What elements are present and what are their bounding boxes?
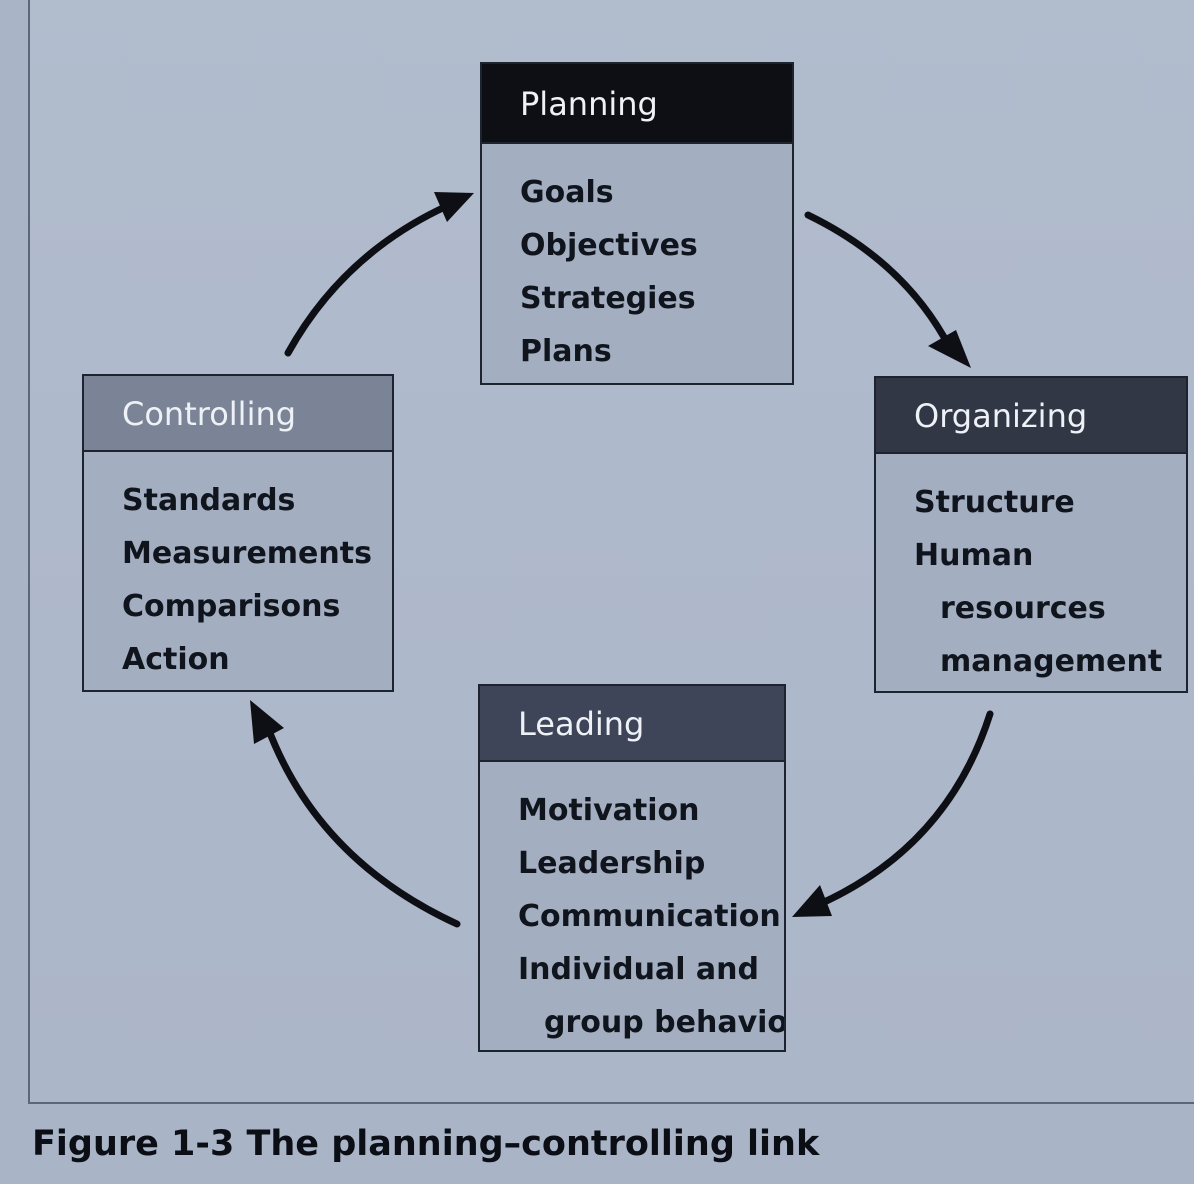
controlling-item: Comparisons <box>122 589 341 624</box>
organizing-item: resources <box>940 591 1106 626</box>
controlling-box: Controlling Standards Measurements Compa… <box>82 374 394 692</box>
organizing-item: Structure <box>914 485 1075 520</box>
organizing-title: Organizing <box>876 378 1186 454</box>
planning-item: Objectives <box>520 228 698 263</box>
leading-items: Motivation Leadership Communication Indi… <box>480 762 784 1049</box>
planning-item: Plans <box>520 334 612 369</box>
arrow-head-organizing <box>928 330 971 368</box>
organizing-items: Structure Human resources management <box>876 454 1186 688</box>
organizing-item: management <box>940 644 1163 679</box>
leading-item: Leadership <box>518 846 706 881</box>
planning-items: Goals Objectives Strategies Plans <box>482 144 792 378</box>
organizing-item: Human <box>914 538 1034 573</box>
arrow-controlling-to-planning <box>284 202 451 357</box>
organizing-box: Organizing Structure Human resources man… <box>874 376 1188 693</box>
controlling-title: Controlling <box>84 376 392 452</box>
arrow-head-controlling <box>250 700 284 744</box>
arrow-organizing-to-leading <box>816 710 994 908</box>
planning-box: Planning Goals Objectives Strategies Pla… <box>480 62 794 385</box>
arrow-planning-to-organizing <box>804 211 954 352</box>
controlling-item: Action <box>122 642 230 677</box>
leading-item: Motivation <box>518 793 700 828</box>
leading-item: Communication <box>518 899 781 934</box>
controlling-item: Measurements <box>122 536 372 571</box>
arrow-leading-to-controlling <box>264 724 461 928</box>
leading-title: Leading <box>480 686 784 762</box>
leading-item: group behavior <box>544 1005 786 1040</box>
leading-item: Individual and <box>518 952 759 987</box>
planning-item: Goals <box>520 175 614 210</box>
controlling-items: Standards Measurements Comparisons Actio… <box>84 452 392 686</box>
planning-item: Strategies <box>520 281 696 316</box>
figure-caption: Figure 1-3 The planning–controlling link <box>32 1124 820 1164</box>
planning-title: Planning <box>482 64 792 144</box>
arrow-head-planning <box>434 192 474 222</box>
leading-box: Leading Motivation Leadership Communicat… <box>478 684 786 1052</box>
controlling-item: Standards <box>122 483 296 518</box>
arrow-head-leading <box>792 885 832 917</box>
